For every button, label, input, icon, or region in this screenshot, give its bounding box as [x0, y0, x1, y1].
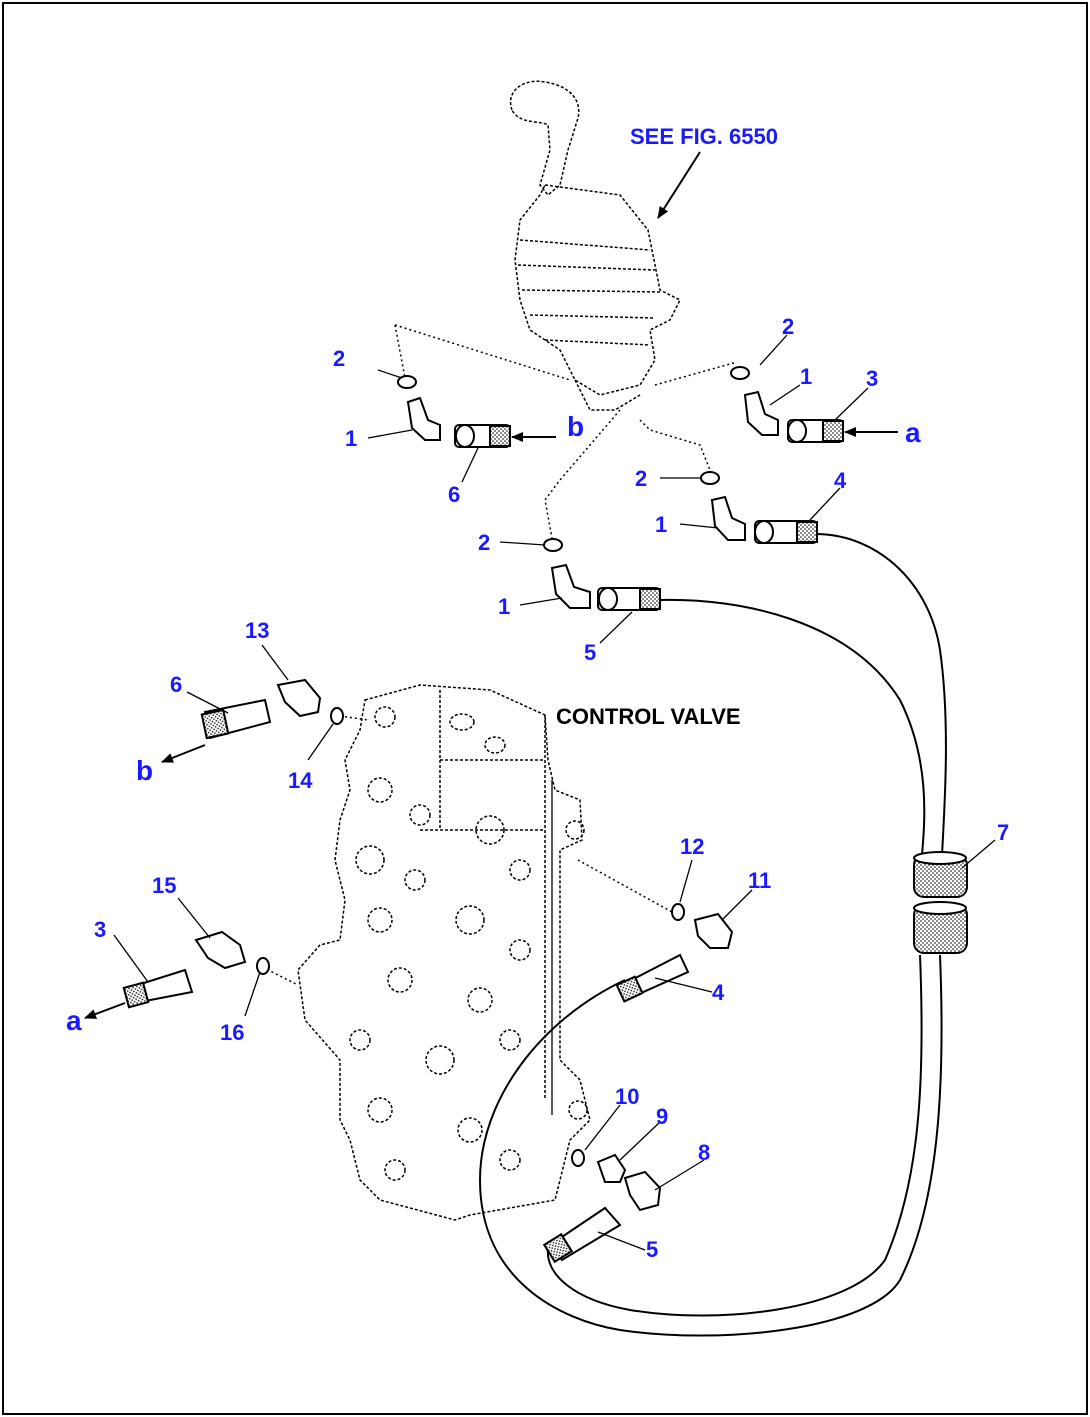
- callout-2: 2: [782, 314, 794, 339]
- callout-11: 11: [748, 868, 771, 893]
- callout-4: 4: [834, 468, 847, 493]
- control-valve-label: CONTROL VALVE: [556, 704, 741, 729]
- letter-a: a: [66, 1005, 82, 1036]
- letter-b: b: [136, 755, 153, 786]
- callout-9: 9: [656, 1104, 668, 1129]
- control-valve-body: [297, 684, 591, 1221]
- upper-left-fitting-group: [367, 369, 556, 483]
- callout-14: 14: [288, 768, 313, 793]
- letter-b: b: [567, 411, 584, 442]
- caption-arrow: [657, 151, 701, 219]
- hose-lines: [478, 533, 947, 1337]
- ppc-valve-lever: [509, 80, 682, 411]
- valve-detail-circles: [349, 777, 588, 1181]
- callout-1: 1: [498, 594, 510, 619]
- callout-7: 7: [997, 820, 1009, 845]
- o-ring-2: [397, 375, 417, 389]
- hose-joint-7: [913, 839, 996, 954]
- callout-10: 10: [615, 1084, 639, 1109]
- callout-1: 1: [800, 364, 812, 389]
- right-middle-fitting-group: [615, 859, 753, 1003]
- middle-right-fitting-group: [660, 471, 841, 544]
- letter-a: a: [905, 417, 921, 448]
- right-lower-fitting-group: [542, 1104, 705, 1264]
- callout-13: 13: [245, 618, 269, 643]
- callout-2: 2: [333, 346, 345, 371]
- callout-2: 2: [635, 466, 647, 491]
- center-fitting-group: [499, 538, 661, 644]
- callout-6: 6: [170, 672, 182, 697]
- elbow-1: [406, 396, 441, 441]
- see-figure-caption: SEE FIG. 6550: [630, 124, 778, 149]
- upper-right-fitting-group: [730, 334, 898, 443]
- callout-2: 2: [478, 530, 490, 555]
- callout-3: 3: [866, 366, 878, 391]
- lever-leader-lines: [394, 324, 738, 539]
- callout-1: 1: [345, 426, 357, 451]
- callout-8: 8: [698, 1140, 710, 1165]
- valve-leader-lines: [257, 715, 673, 986]
- callout-5: 5: [584, 640, 596, 665]
- left-upper-fitting-group: [161, 644, 344, 763]
- callout-1: 1: [655, 512, 667, 537]
- callout-5: 5: [646, 1237, 658, 1262]
- callout-4: 4: [712, 980, 725, 1005]
- callout-3: 3: [94, 917, 106, 942]
- callout-6: 6: [448, 482, 460, 507]
- callout-12: 12: [680, 834, 704, 859]
- callout-15: 15: [152, 873, 176, 898]
- callout-16: 16: [220, 1020, 244, 1045]
- left-lower-fitting-group: [84, 897, 270, 1019]
